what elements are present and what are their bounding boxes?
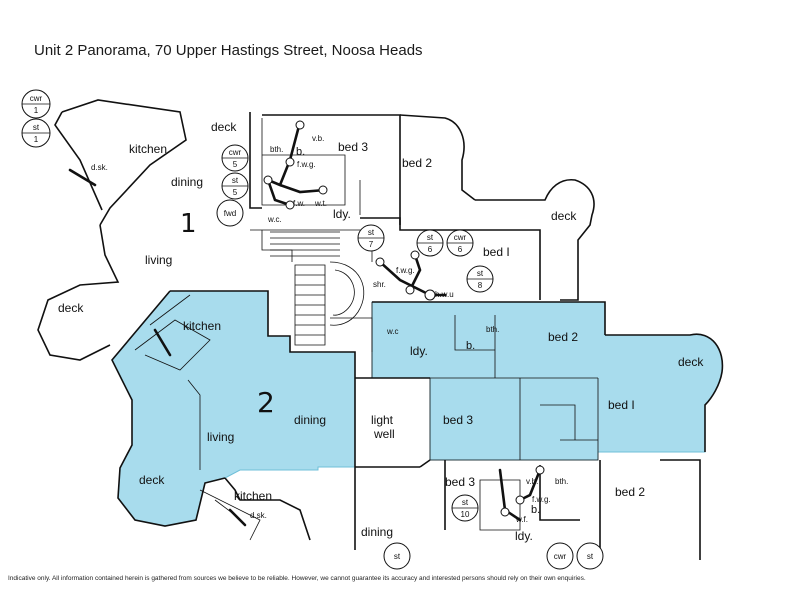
svg-text:cwr: cwr [229, 148, 242, 157]
fixture-wt-top: w.t. [314, 199, 327, 208]
svg-text:fwd: fwd [224, 209, 236, 218]
svg-text:1: 1 [34, 106, 39, 115]
tag-st-8: st 8 [466, 265, 494, 293]
room-ldy-bottom: ldy. [515, 529, 533, 543]
fixture-bth-mid: bth. [486, 325, 499, 334]
fixture-shr: shr. [373, 280, 386, 289]
unit-2-walls [111, 290, 724, 527]
fixture-fwg-bottom: f.w.g. [532, 495, 551, 504]
svg-text:st: st [368, 228, 375, 237]
tag-cwr-1: cwr 1 [21, 89, 51, 119]
room-ldy-top: ldy. [333, 207, 351, 221]
room-deck-unit2-right: deck [678, 355, 704, 369]
svg-text:6: 6 [428, 245, 433, 254]
tag-st-7: st 7 [357, 224, 385, 252]
tag-st-6: st 6 [416, 229, 444, 257]
room-bed1-unit2: bed I [608, 398, 635, 412]
fixture-vb-bottom: v.b. [526, 477, 538, 486]
fixture-dsk-top: d.sk. [91, 163, 108, 172]
fixture-b-top: b. [296, 146, 305, 158]
room-dining-unit2: dining [294, 413, 326, 427]
svg-text:cwr: cwr [554, 552, 567, 561]
svg-text:5: 5 [233, 160, 238, 169]
room-deck-right-top: deck [551, 209, 577, 223]
svg-text:1: 1 [34, 135, 39, 144]
room-dining-bottom: dining [361, 525, 393, 539]
svg-text:cwr: cwr [30, 94, 43, 103]
room-bed2-bottom: bed 2 [615, 485, 645, 499]
svg-text:10: 10 [461, 510, 470, 519]
fixture-dsk-bottom: d.sk. [250, 511, 267, 520]
fixture-b-mid: b. [466, 340, 475, 352]
svg-text:7: 7 [369, 240, 374, 249]
fixture-wc-top: w.c. [267, 215, 282, 224]
fixture-fwg-top: f.w.g. [297, 160, 316, 169]
svg-text:5: 5 [233, 188, 238, 197]
room-living-top: living [145, 253, 172, 267]
page-title: Unit 2 Panorama, 70 Upper Hastings Stree… [34, 42, 423, 59]
tag-cwr-6: cwr 6 [446, 229, 474, 257]
svg-text:cwr: cwr [454, 233, 467, 242]
room-living-unit2: living [207, 430, 234, 444]
room-bed2-unit2: bed 2 [548, 330, 578, 344]
room-kitchen-bottom: kitchen [234, 489, 272, 503]
unit-2-east-wing [371, 301, 723, 461]
fixture-wc-mid: w.c [386, 327, 399, 336]
service-pipes [68, 120, 545, 527]
svg-text:st: st [427, 233, 434, 242]
unit-number-1: 1 [180, 209, 197, 239]
room-bed3-unit2: bed 3 [443, 413, 473, 427]
lower-unit-walls [199, 459, 701, 560]
fixture-b-bottom: b. [531, 504, 540, 516]
tag-fwd: fwd [216, 199, 244, 227]
room-bed2-top: bed 2 [402, 156, 432, 170]
tag-st-bottom-2: st [576, 542, 604, 570]
svg-text:st: st [462, 498, 469, 507]
unit-number-2: 2 [257, 386, 275, 419]
disclaimer: Indicative only. All information contain… [8, 575, 586, 582]
tag-st-10: st 10 [451, 494, 479, 522]
room-deck-unit2: deck [139, 473, 165, 487]
fixture-bth-top: bth. [270, 145, 283, 154]
room-deck-top: deck [211, 120, 237, 134]
fixture-wt-bottom: w.f. [515, 515, 528, 524]
tag-st-5: st 5 [221, 172, 249, 200]
tag-cwr-bottom: cwr [546, 542, 574, 570]
fixture-bth-bottom: bth. [555, 477, 568, 486]
room-bed3-bottom: bed 3 [445, 475, 475, 489]
svg-text:st: st [394, 552, 401, 561]
room-kitchen-unit2: kitchen [183, 319, 221, 333]
svg-text:st: st [587, 552, 594, 561]
svg-text:st: st [33, 123, 40, 132]
svg-text:6: 6 [458, 245, 463, 254]
room-kitchen-top: kitchen [129, 142, 167, 156]
svg-text:8: 8 [478, 281, 483, 290]
room-bed1-top: bed I [483, 245, 510, 259]
room-deck-left: deck [58, 301, 84, 315]
fixture-vb-top: v.b. [312, 134, 324, 143]
stairs [270, 231, 373, 352]
room-dining-top: dining [171, 175, 203, 189]
room-ldy-unit2: ldy. [410, 344, 428, 358]
tag-cwr-5: cwr 5 [221, 144, 249, 172]
tag-st-1: st 1 [21, 118, 51, 148]
fixture-fwg-mid: f.w.g. [396, 266, 415, 275]
fixture-fw-top: f.w. [293, 199, 305, 208]
svg-text:st: st [477, 269, 484, 278]
svg-text:st: st [232, 176, 239, 185]
unit-2-highlight [111, 290, 723, 527]
tag-st-bottom: st [383, 542, 411, 570]
fixture-hwu: h.w.u [435, 290, 454, 299]
room-bed3-top: bed 3 [338, 140, 368, 154]
